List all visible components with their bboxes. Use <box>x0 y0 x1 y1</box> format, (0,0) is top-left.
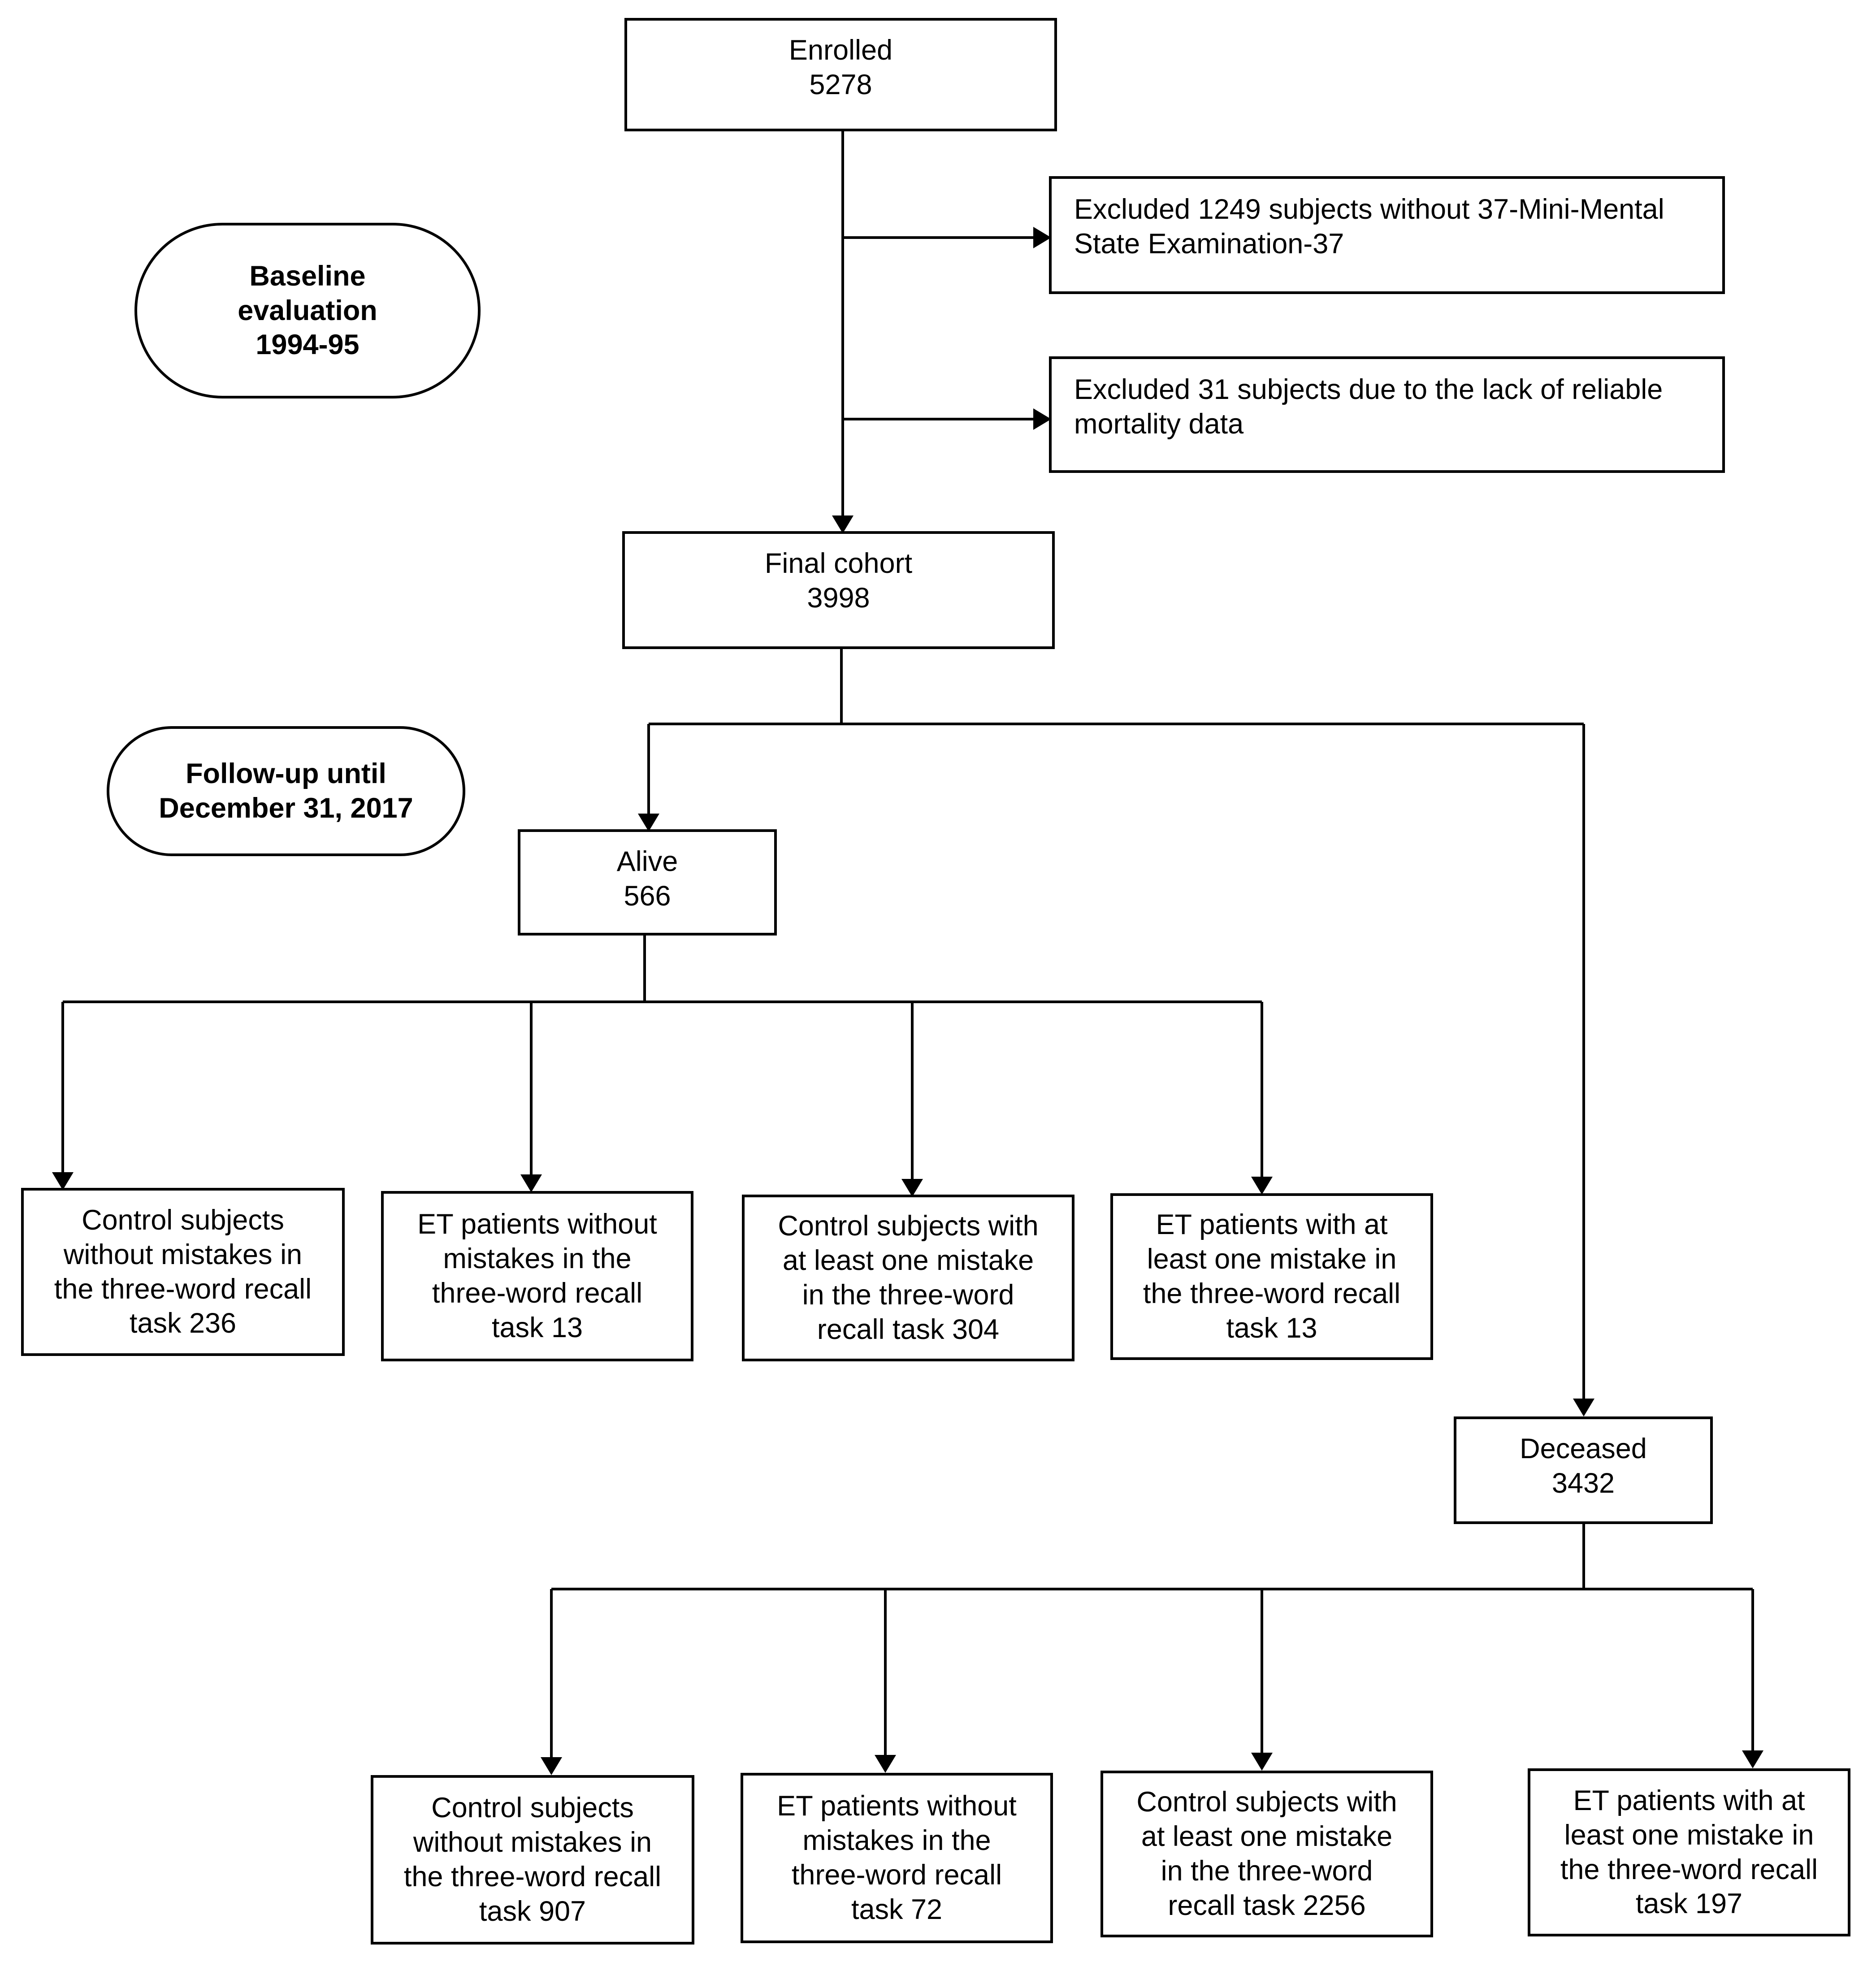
alive-group-4-line-3: the three-word recall <box>1143 1278 1401 1309</box>
arrow-deceased-group-2 <box>875 1755 896 1773</box>
box-enrolled: Enrolled 5278 <box>624 18 1057 131</box>
alive-label: Alive <box>616 846 678 877</box>
box-alive: Alive 566 <box>518 829 777 936</box>
alive-group-2-line-2: mistakes in the <box>443 1243 632 1275</box>
alive-group-3-line-3: in the three-word <box>802 1279 1014 1311</box>
arrow-deceased-group-3 <box>1251 1753 1273 1771</box>
deceased-group-1-line-2: without mistakes in <box>413 1827 652 1858</box>
alive-group-control-with-mistakes: Control subjects with at least one mista… <box>742 1195 1074 1361</box>
arrow-alive-group-1 <box>52 1172 74 1190</box>
arrow-deceased-group-4 <box>1742 1750 1763 1768</box>
alive-group-et-with-mistakes: ET patients with at least one mistake in… <box>1110 1193 1433 1360</box>
alive-group-2-line-1: ET patients without <box>417 1208 657 1240</box>
alive-group-3-line-1: Control subjects with <box>778 1210 1039 1242</box>
alive-group-3-line-4: recall task 304 <box>817 1313 1000 1345</box>
excluded-mortality-line-2: mortality data <box>1074 408 1244 440</box>
alive-group-4-line-2: least one mistake in <box>1147 1243 1397 1275</box>
deceased-group-4-line-1: ET patients with at <box>1573 1784 1805 1816</box>
deceased-group-1-line-1: Control subjects <box>431 1792 634 1824</box>
alive-group-3-line-2: at least one mistake <box>782 1245 1034 1277</box>
arrow-to-deceased <box>1573 1399 1594 1416</box>
alive-group-1-line-1: Control subjects <box>82 1204 284 1236</box>
deceased-group-1-line-4: task 907 <box>479 1895 586 1927</box>
arrow-to-final-cohort <box>832 515 854 533</box>
arrow-alive-group-3 <box>901 1179 923 1197</box>
deceased-group-3-line-4: recall task 2256 <box>1168 1889 1366 1921</box>
enrolled-count: 5278 <box>809 69 872 100</box>
deceased-group-2-line-2: mistakes in the <box>802 1825 991 1857</box>
box-excluded-mmse: Excluded 1249 subjects without 37-Mini-M… <box>1049 176 1725 294</box>
phase-followup-line-1: Follow-up until <box>186 758 386 790</box>
deceased-group-control-with-mistakes: Control subjects with at least one mista… <box>1100 1771 1433 1937</box>
phase-baseline-line-2: evaluation <box>238 295 377 326</box>
phase-followup: Follow-up until December 31, 2017 <box>107 726 465 856</box>
arrow-to-excluded-mmse <box>1033 227 1051 248</box>
deceased-group-3-line-2: at least one mistake <box>1141 1821 1393 1853</box>
deceased-group-4-line-2: least one mistake in <box>1564 1819 1814 1851</box>
deceased-group-2-line-4: task 72 <box>851 1893 943 1925</box>
alive-group-2-line-3: three-word recall <box>432 1278 643 1309</box>
deceased-group-4-line-3: the three-word recall <box>1560 1854 1818 1885</box>
deceased-group-2-line-3: three-word recall <box>791 1859 1002 1891</box>
final-cohort-count: 3998 <box>807 582 870 614</box>
deceased-group-et-no-mistakes: ET patients without mistakes in the thre… <box>741 1773 1053 1943</box>
deceased-group-3-line-3: in the three-word <box>1161 1855 1373 1887</box>
box-excluded-mortality: Excluded 31 subjects due to the lack of … <box>1049 356 1725 473</box>
phase-followup-line-2: December 31, 2017 <box>159 793 413 824</box>
deceased-group-2-line-1: ET patients without <box>777 1790 1017 1822</box>
arrow-alive-group-4 <box>1251 1177 1273 1195</box>
deceased-group-4-line-4: task 197 <box>1635 1888 1743 1920</box>
alive-group-2-line-4: task 13 <box>491 1312 583 1343</box>
arrow-to-excluded-mortality <box>1033 408 1051 430</box>
alive-group-4-line-1: ET patients with at <box>1156 1209 1388 1241</box>
alive-group-1-line-2: without mistakes in <box>63 1239 303 1270</box>
phase-baseline: Baseline evaluation 1994-95 <box>134 223 481 398</box>
arrow-to-alive <box>638 814 659 832</box>
deceased-group-1-line-3: the three-word recall <box>403 1861 662 1893</box>
phase-baseline-line-1: Baseline <box>249 260 366 292</box>
final-cohort-label: Final cohort <box>764 548 913 579</box>
alive-group-control-no-mistakes: Control subjects without mistakes in the… <box>21 1188 345 1356</box>
excluded-mmse-line-2: State Examination-37 <box>1074 228 1344 260</box>
alive-group-1-line-4: task 236 <box>129 1308 237 1339</box>
deceased-count: 3432 <box>1551 1467 1615 1499</box>
alive-group-4-line-4: task 13 <box>1226 1312 1317 1344</box>
alive-group-et-no-mistakes: ET patients without mistakes in the thre… <box>381 1191 693 1361</box>
excluded-mortality-line-1: Excluded 31 subjects due to the lack of … <box>1074 374 1663 405</box>
arrow-alive-group-2 <box>520 1174 542 1192</box>
deceased-group-3-line-1: Control subjects with <box>1136 1786 1397 1818</box>
box-final-cohort: Final cohort 3998 <box>622 531 1055 649</box>
alive-group-1-line-3: the three-word recall <box>54 1273 312 1305</box>
arrow-deceased-group-1 <box>541 1757 562 1775</box>
excluded-mmse-line-1: Excluded 1249 subjects without 37-Mini-M… <box>1074 194 1664 225</box>
phase-baseline-line-3: 1994-95 <box>256 329 360 361</box>
deceased-group-control-no-mistakes: Control subjects without mistakes in the… <box>371 1775 694 1945</box>
deceased-label: Deceased <box>1520 1433 1647 1464</box>
alive-count: 566 <box>624 880 671 912</box>
enrolled-label: Enrolled <box>789 35 893 66</box>
box-deceased: Deceased 3432 <box>1454 1416 1713 1524</box>
deceased-group-et-with-mistakes: ET patients with at least one mistake in… <box>1528 1768 1850 1936</box>
